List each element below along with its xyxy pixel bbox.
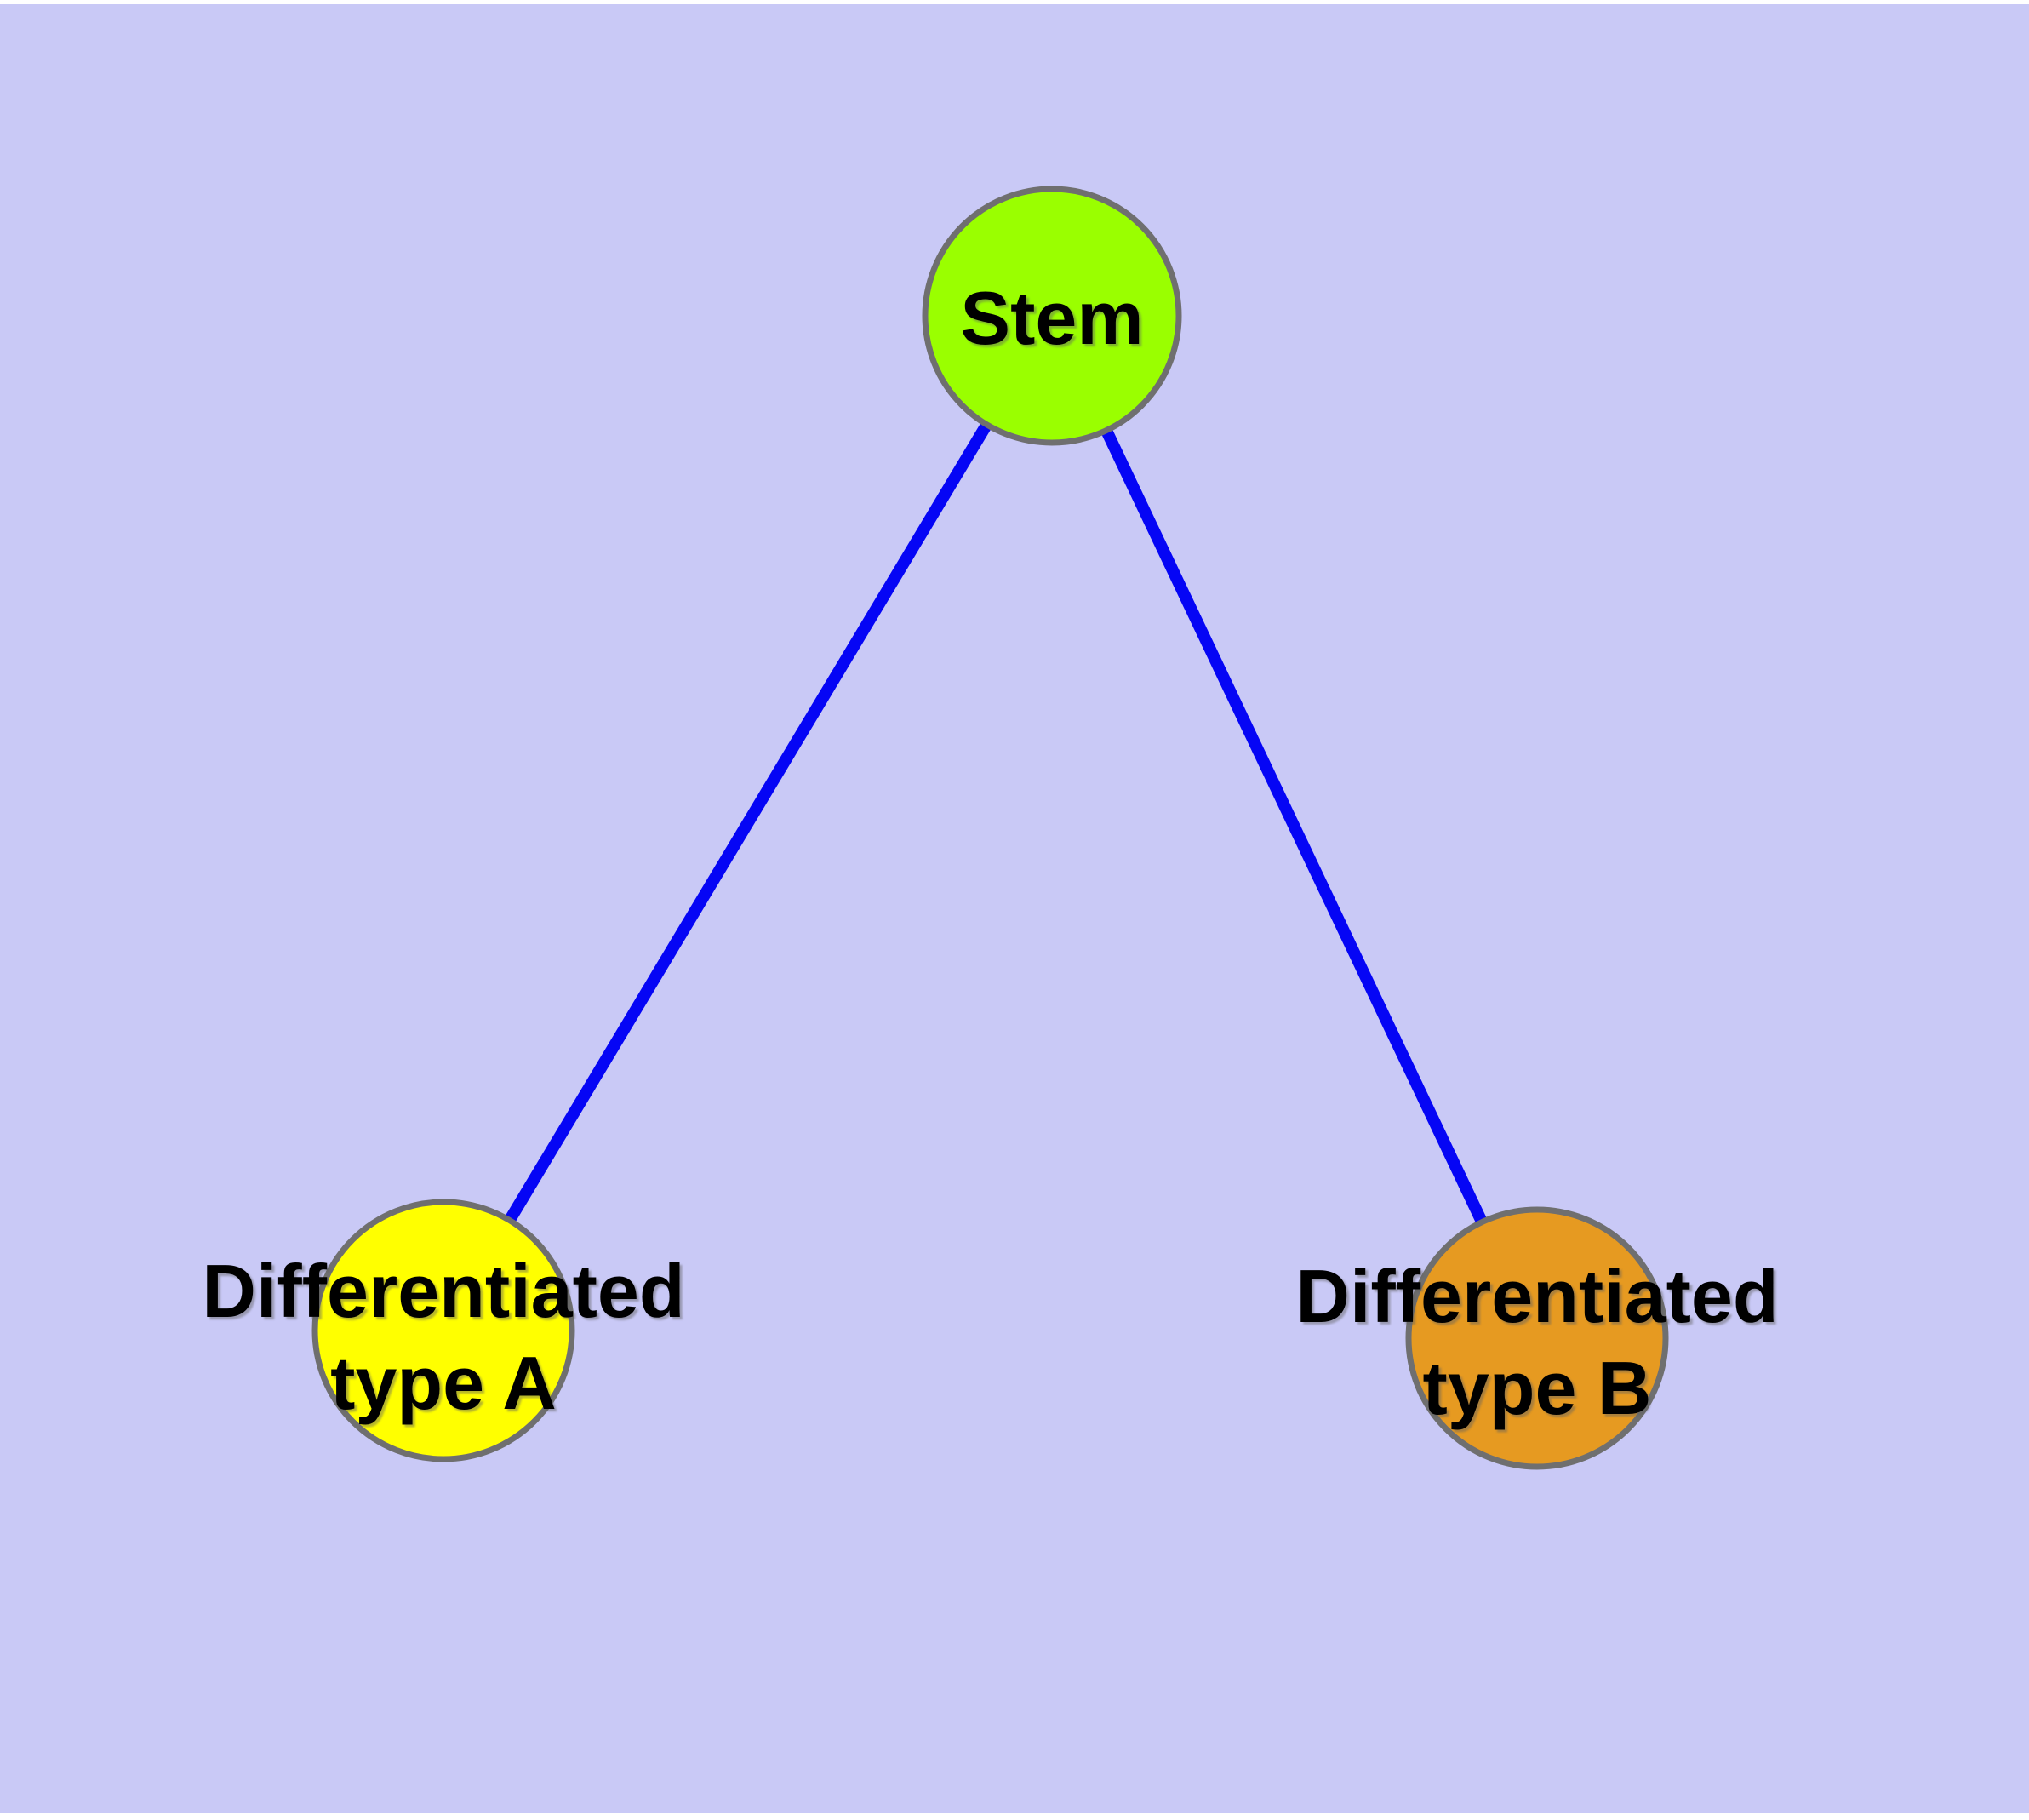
node-type-a-label-line2: type A — [330, 1341, 557, 1425]
node-type-b-label-line2: type B — [1423, 1346, 1652, 1430]
edge-stem-to-type-a — [437, 312, 1058, 1334]
node-type-a-label-line1: Differentiated — [202, 1249, 684, 1333]
node-type-b-label-line1: Differentiated — [1295, 1254, 1778, 1338]
node-stem-label: Stem — [960, 276, 1143, 360]
node-type-a-circle — [311, 1199, 575, 1462]
node-stem-circle — [922, 186, 1182, 446]
node-type-b-circle — [1405, 1206, 1669, 1470]
edge-stem-to-type-b — [1046, 312, 1543, 1342]
